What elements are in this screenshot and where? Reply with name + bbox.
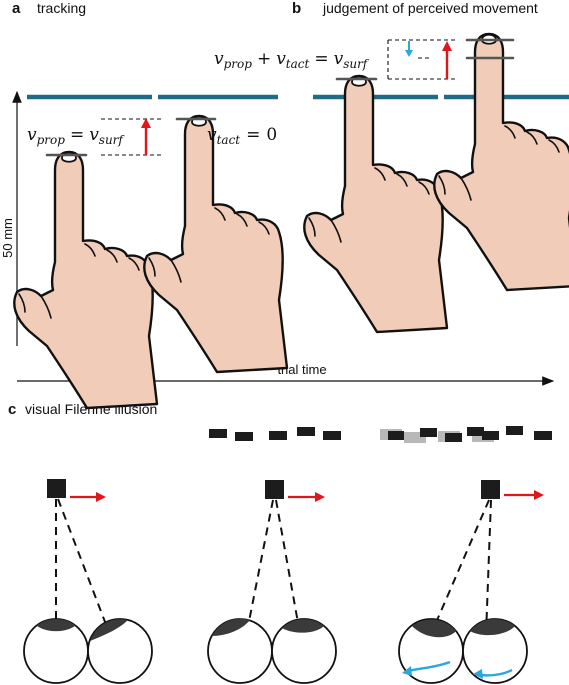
- equation-a-left: vprop=vsurf: [27, 125, 125, 147]
- blue-arrow-b-head: [405, 50, 413, 57]
- blue-rotation-arrow-head: [473, 669, 483, 679]
- background-bar: [534, 431, 552, 440]
- blue-rotation-arrow-head: [402, 666, 412, 676]
- eye-pupil: [36, 618, 76, 632]
- background-bar: [445, 433, 462, 442]
- red-motion-arrow-head: [96, 492, 106, 502]
- eye-pupil: [212, 618, 250, 636]
- fixation-target: [481, 480, 500, 499]
- eye-pupil: [90, 619, 128, 641]
- panel-c-letter: c: [8, 401, 16, 418]
- x-axis-label: trial time: [277, 362, 326, 377]
- panel-a-title: tracking: [37, 0, 86, 16]
- background-bar: [323, 431, 341, 440]
- red-motion-arrow-head: [315, 492, 325, 502]
- red-motion-arrow-head: [534, 490, 544, 500]
- background-bar: [420, 428, 437, 437]
- panel-b-title: judgement of perceived movement: [322, 0, 538, 16]
- background-bar: [235, 432, 253, 441]
- equation-b: vprop+vtact=vsurf: [214, 49, 370, 71]
- y-axis-label: 50 mm: [0, 218, 15, 258]
- background-bar: [269, 431, 287, 440]
- hand-b-left: [303, 74, 449, 334]
- sight-line: [57, 498, 129, 683]
- background-bar: [297, 427, 315, 436]
- blurred-background-bar: [404, 432, 426, 443]
- panel-b-letter: b: [292, 0, 301, 17]
- eye-pupil: [282, 619, 324, 633]
- eye: [271, 618, 337, 684]
- fixation-target: [265, 480, 284, 499]
- background-bar: [209, 429, 227, 438]
- red-arrow-b-head: [442, 41, 452, 51]
- eye-pupil: [470, 618, 515, 636]
- fixation-target: [47, 479, 66, 498]
- hand-a-right: [143, 114, 289, 374]
- background-bar: [388, 431, 404, 440]
- panel-a-letter: a: [12, 0, 21, 17]
- eye-pupil: [412, 619, 456, 638]
- red-arrow-a-head: [141, 118, 151, 128]
- background-bar: [467, 427, 484, 436]
- equation-a-right: vtact=0: [207, 125, 277, 147]
- hand-b-right: [433, 32, 569, 292]
- hand-a-left: [13, 150, 159, 410]
- background-bar: [506, 426, 523, 435]
- background-bar: [482, 431, 499, 440]
